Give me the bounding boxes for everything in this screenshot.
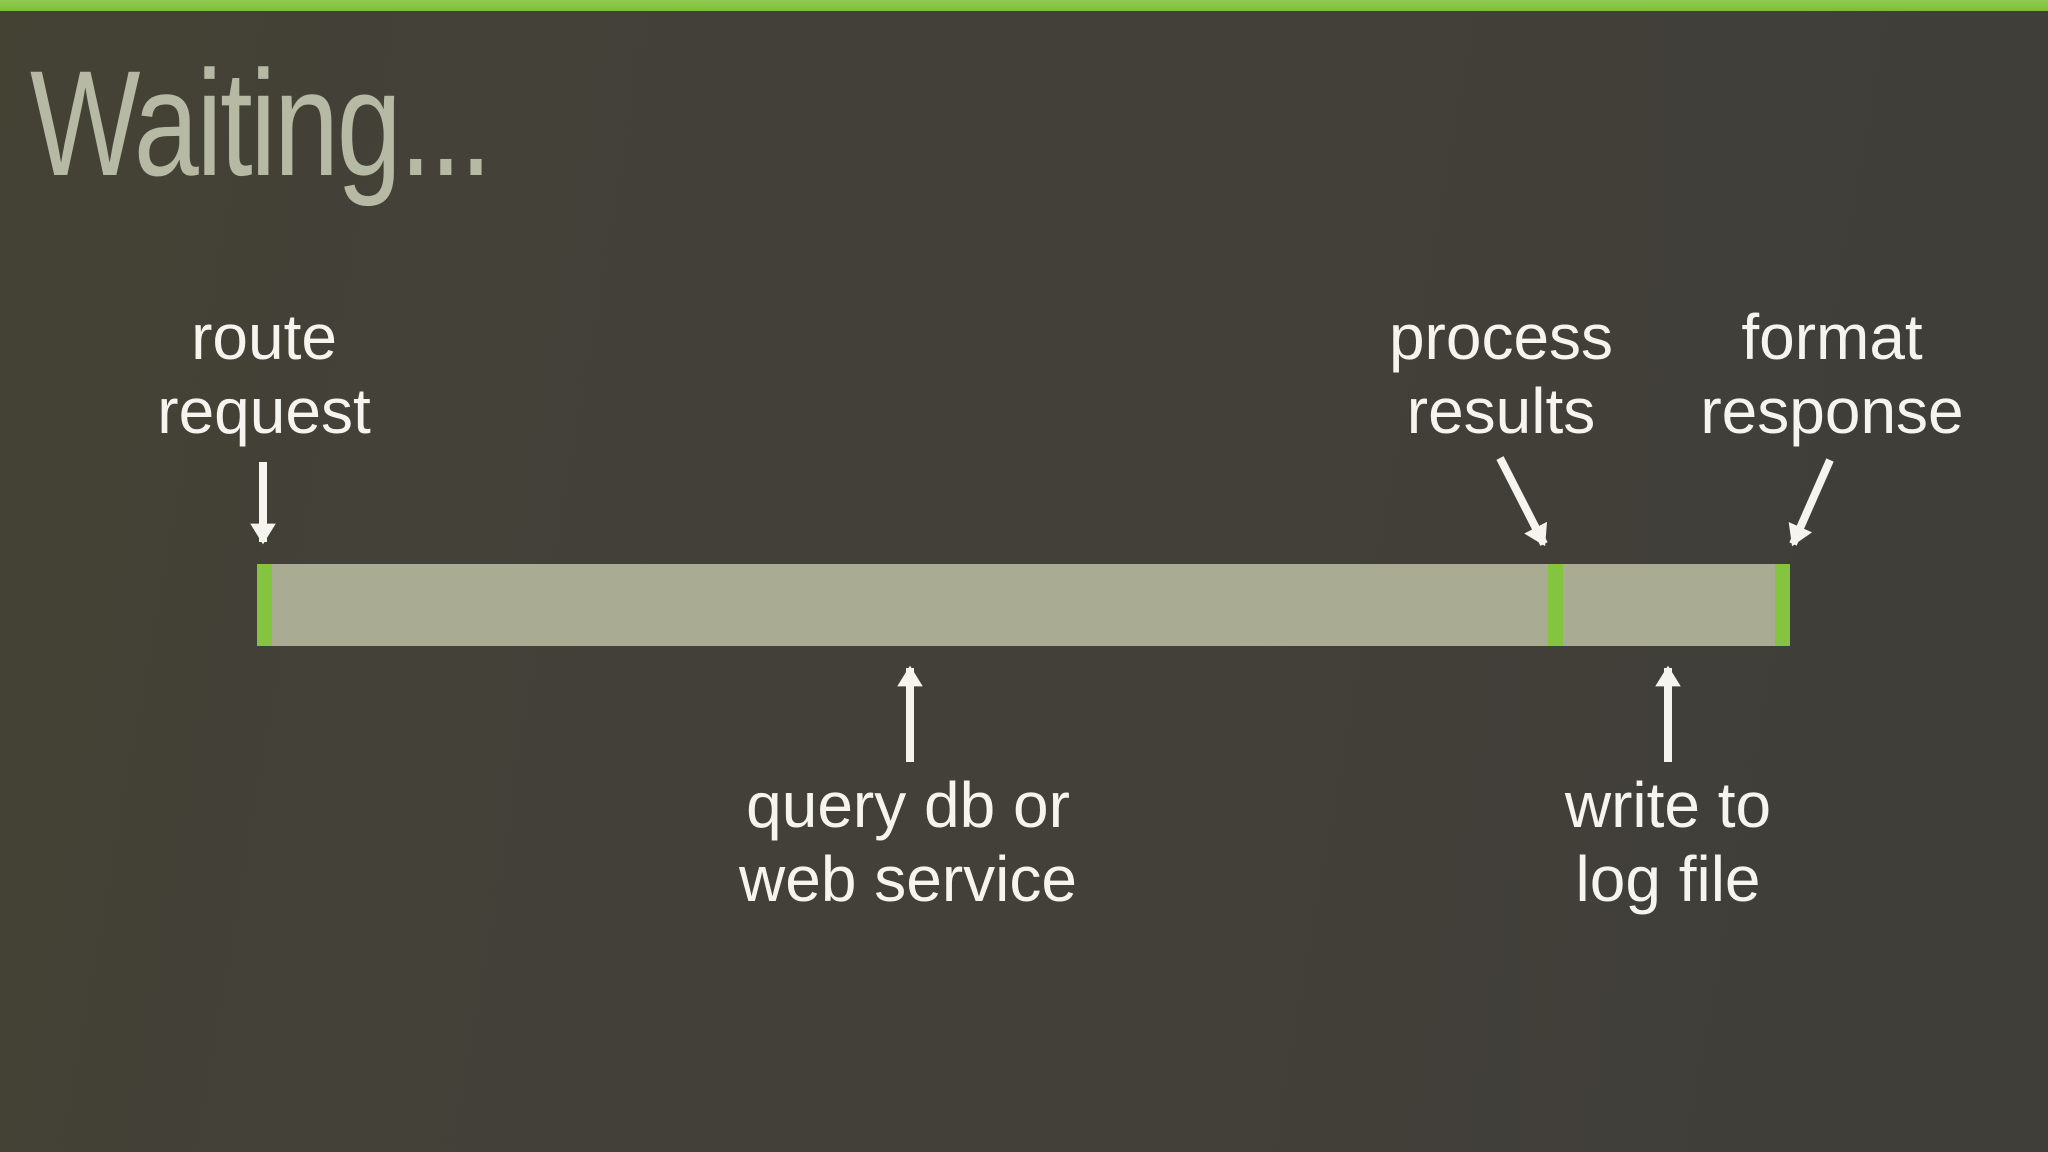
- label-format-response: format response: [1700, 301, 1964, 447]
- timeline-marker-format-response: [1775, 564, 1790, 646]
- top-accent-bar: [0, 0, 2048, 11]
- timeline-marker-route-request: [257, 564, 272, 646]
- timeline-marker-process-results: [1548, 564, 1563, 646]
- label-write-to-log-file: write to log file: [1564, 769, 1772, 915]
- label-route-request: route request: [157, 301, 371, 447]
- timeline-bar: [257, 564, 1790, 646]
- label-query-db-or-web-service: query db or web service: [739, 769, 1077, 915]
- process-results-diagonal-arrow: [1496, 456, 1548, 547]
- slide-title: Waiting...: [30, 39, 492, 207]
- format-response-diagonal-arrow: [1788, 458, 1834, 547]
- label-process-results: process results: [1388, 301, 1614, 447]
